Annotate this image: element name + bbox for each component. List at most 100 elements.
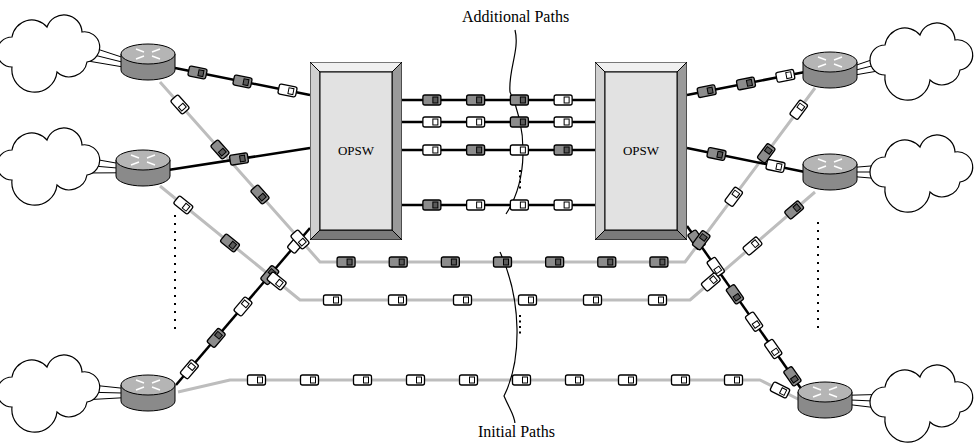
optical-switch: OPSW	[310, 62, 402, 240]
packet	[510, 117, 528, 127]
initial-path-line	[178, 380, 800, 400]
packet	[454, 295, 472, 305]
packet	[423, 200, 441, 210]
packet	[554, 145, 572, 155]
network-cloud	[0, 355, 100, 432]
packet	[725, 375, 743, 385]
packet	[229, 153, 248, 166]
packet	[389, 295, 407, 305]
router-symbol	[798, 382, 852, 418]
ellipsis-dots	[817, 222, 819, 332]
packet	[726, 284, 745, 304]
packet	[619, 375, 637, 385]
packet	[389, 257, 407, 267]
packet	[745, 311, 764, 331]
packet	[220, 233, 240, 252]
packet	[650, 257, 668, 267]
router-symbol	[803, 154, 857, 190]
ellipsis-dots	[519, 315, 521, 335]
packet	[267, 271, 287, 290]
packet	[776, 69, 796, 82]
packet	[207, 328, 226, 348]
packet	[337, 257, 355, 267]
ellipsis-dots	[174, 215, 176, 330]
packet	[510, 145, 528, 155]
packet	[764, 339, 783, 359]
packet	[510, 200, 528, 210]
network-cloud	[0, 128, 100, 205]
packet	[554, 95, 572, 105]
packets	[170, 66, 808, 399]
packet	[233, 75, 253, 88]
packet	[724, 187, 743, 207]
packet	[423, 145, 441, 155]
packet	[707, 147, 727, 160]
packet	[441, 257, 459, 267]
packet	[736, 77, 756, 90]
packet	[233, 296, 252, 316]
packet	[770, 382, 791, 399]
packet	[354, 375, 372, 385]
packet	[173, 195, 193, 214]
optical-switch: OPSW	[595, 62, 687, 240]
packet	[554, 117, 572, 127]
packet	[467, 95, 485, 105]
packet	[692, 230, 711, 250]
packet	[210, 139, 229, 159]
packet	[701, 272, 721, 291]
packet	[301, 375, 319, 385]
packet	[180, 359, 199, 379]
network-cloud	[870, 135, 973, 212]
packet	[290, 229, 309, 249]
packet	[697, 85, 717, 98]
initial-path-line	[160, 186, 815, 300]
path-group-label: Additional Paths	[459, 8, 572, 26]
packet	[188, 66, 208, 79]
packet	[566, 375, 584, 385]
packet	[460, 375, 478, 385]
packet	[170, 94, 189, 114]
access-line	[168, 148, 310, 170]
packet	[423, 95, 441, 105]
router-symbol	[803, 52, 857, 88]
packet	[467, 145, 485, 155]
network-cloud	[870, 365, 973, 442]
packet	[554, 200, 572, 210]
packet	[784, 200, 804, 219]
packet	[278, 84, 298, 97]
router-symbol	[116, 150, 170, 186]
packet	[324, 295, 342, 305]
packet	[649, 295, 667, 305]
packet	[783, 366, 802, 386]
packet	[248, 375, 266, 385]
network-cloud	[0, 15, 100, 92]
packet	[467, 200, 485, 210]
router-symbol	[121, 375, 175, 411]
packet	[467, 117, 485, 127]
packet	[407, 375, 425, 385]
initial-path-line	[160, 82, 815, 262]
packet	[546, 257, 564, 267]
packet	[510, 95, 528, 105]
packet	[672, 375, 690, 385]
packet	[584, 295, 602, 305]
packet	[513, 375, 531, 385]
packet	[757, 143, 776, 163]
packet	[250, 184, 269, 204]
access-line	[176, 228, 310, 385]
packet	[519, 295, 537, 305]
packet	[423, 117, 441, 127]
packet	[766, 159, 786, 172]
packet	[789, 100, 808, 120]
access-line	[687, 226, 802, 390]
path-group-label: Initial Paths	[475, 423, 558, 441]
switch-label: OPSW	[623, 143, 659, 159]
access-line	[687, 148, 805, 172]
network-cloud	[870, 23, 973, 100]
router-symbol	[121, 44, 175, 80]
switch-label: OPSW	[338, 143, 374, 159]
packet	[494, 257, 512, 267]
bracket	[500, 252, 517, 424]
